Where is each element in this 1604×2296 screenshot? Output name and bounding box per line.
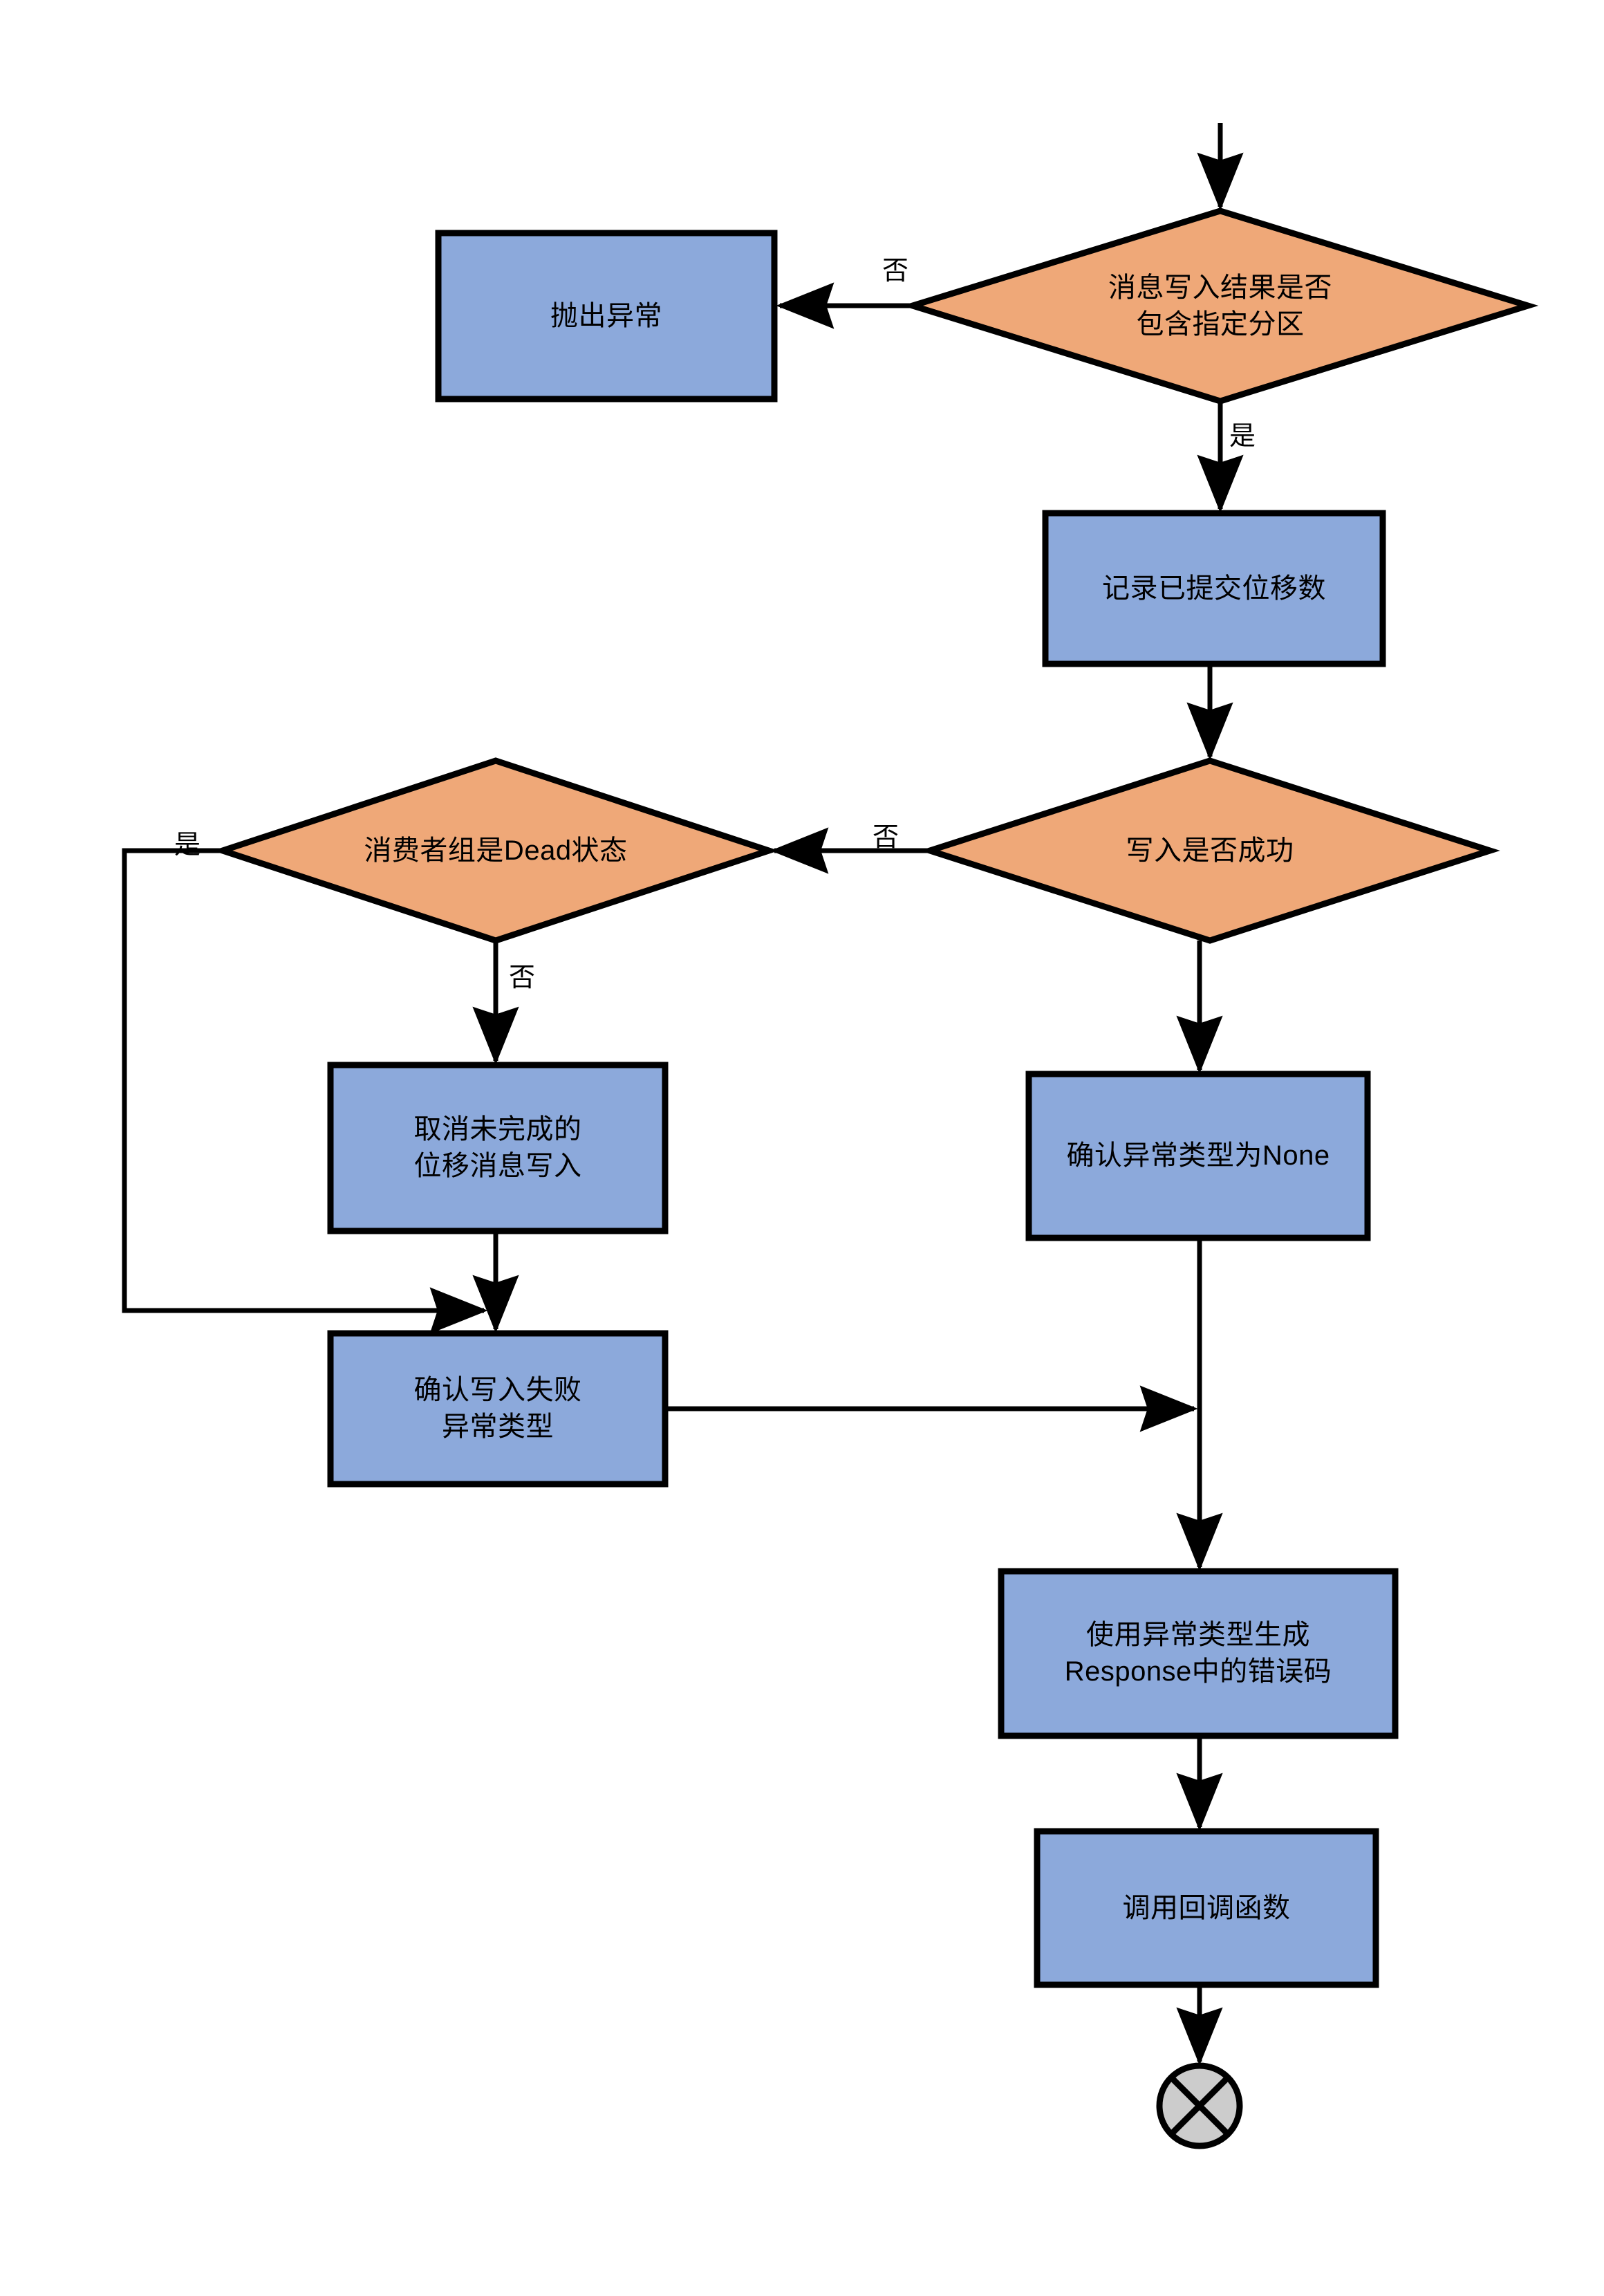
decision-shape-group-dead[interactable] [212,757,779,944]
edge-label-no-write-success: 否 [873,823,899,852]
process-shape-exception-none[interactable] [1025,1071,1371,1241]
process-shape-record-offset[interactable] [1042,510,1386,667]
decision-shape-write-success[interactable] [920,757,1500,944]
process-shape-invoke-callback[interactable] [1034,1828,1379,1988]
edge-label-yes-group-dead: 是 [174,831,201,860]
process-shape-throw-exception[interactable] [435,230,778,402]
decision-shape-message-partition[interactable] [902,207,1539,405]
edge-label-no-message-partition: 否 [882,257,909,286]
edge-decision3-yes-loop-to-confirm [122,848,488,1334]
end-terminator[interactable] [1156,2062,1243,2149]
process-shape-cancel-pending-writes[interactable] [327,1062,669,1234]
edge-label-no-group-dead: 否 [509,963,536,992]
process-shape-generate-error-code[interactable] [998,1568,1399,1739]
edge-label-yes-message-partition: 是 [1229,422,1256,451]
process-shape-confirm-failure-type[interactable] [327,1330,669,1488]
